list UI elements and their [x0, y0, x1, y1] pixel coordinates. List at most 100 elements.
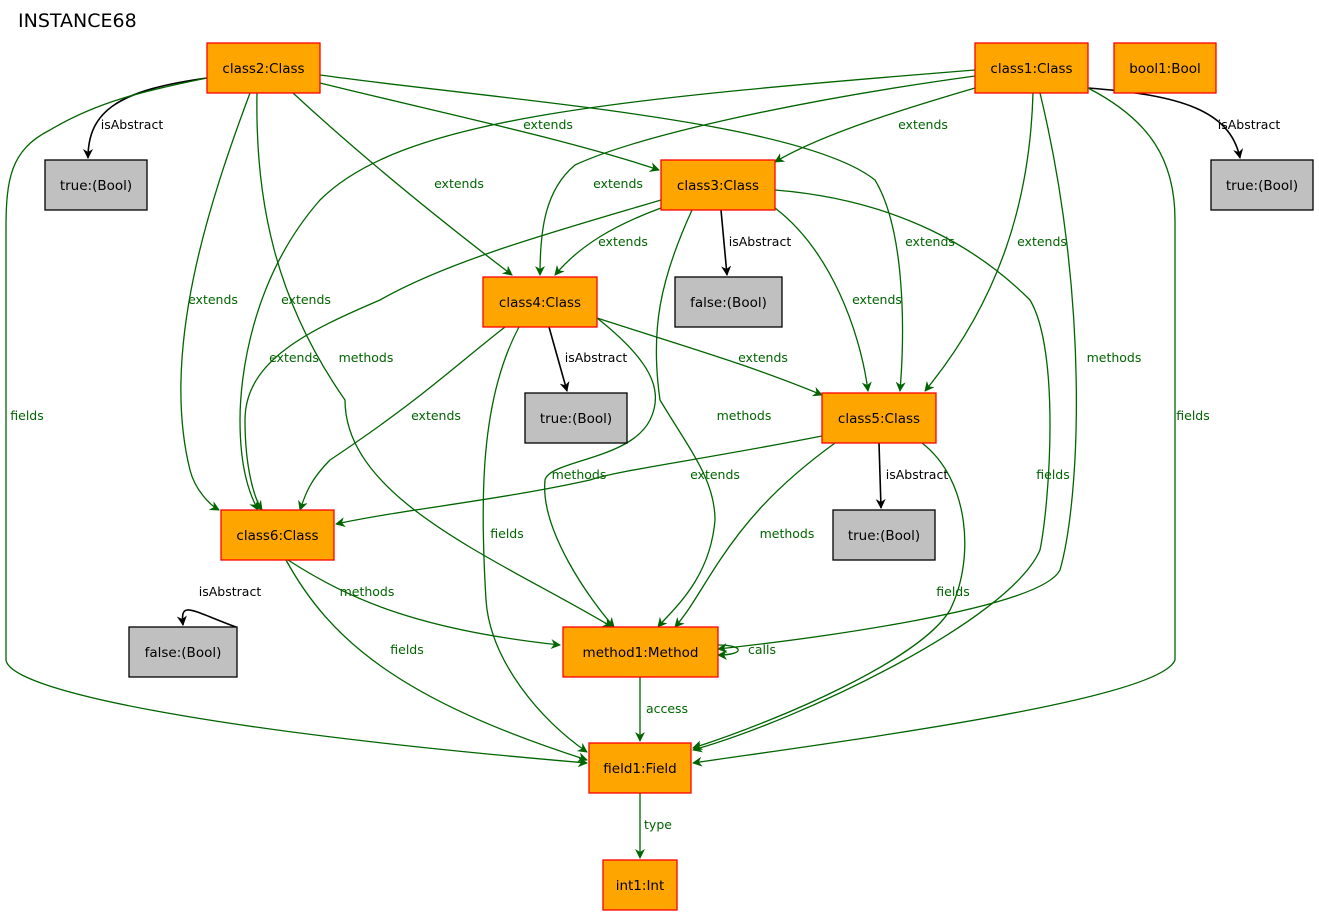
- node-class4[interactable]: class4:Class: [482, 276, 598, 328]
- node-class3[interactable]: class3:Class: [660, 159, 776, 211]
- node-box: [1210, 159, 1314, 211]
- node-label: class3:Class: [677, 178, 759, 194]
- node-label: false:(Bool): [690, 295, 767, 311]
- node-true_c4[interactable]: true:(Bool): [524, 392, 628, 444]
- node-label: true:(Bool): [60, 178, 132, 194]
- edge-class5-fields-field1: [692, 442, 966, 751]
- edge-label-methods: methods: [760, 526, 815, 541]
- edge-label-extends: extends: [593, 176, 643, 191]
- node-true_c5[interactable]: true:(Bool): [832, 509, 936, 561]
- edge-label-fields: fields: [490, 526, 523, 541]
- edge-class1-extends-class3: [774, 87, 976, 163]
- node-class1[interactable]: class1:Class: [974, 42, 1089, 94]
- edge-class5-isAbstract-true_c5: [875, 442, 886, 509]
- edge-label-extends: extends: [905, 234, 955, 249]
- node-box: [482, 276, 598, 328]
- edge-class2-extends-class3: [319, 82, 660, 172]
- edge-label-access: access: [646, 701, 688, 716]
- edge-class2-fields-field1: [5, 77, 588, 768]
- edge-class4-isAbstract-true_c4: [548, 326, 570, 392]
- node-box: [602, 859, 678, 911]
- edge-class2-extends-class5: [319, 74, 906, 392]
- edge-label-extends: extends: [269, 350, 319, 365]
- edge-class2-methods-method1: [256, 92, 613, 628]
- node-class2[interactable]: class2:Class: [206, 42, 321, 94]
- edge-label-extends: extends: [1017, 234, 1067, 249]
- edge-class6-fields-field1: [285, 559, 588, 763]
- node-true_c2[interactable]: true:(Bool): [44, 159, 148, 211]
- node-class5[interactable]: class5:Class: [821, 392, 937, 444]
- node-box: [674, 276, 783, 328]
- edge-class1-methods-method1: [717, 92, 1078, 653]
- node-method1[interactable]: method1:Method: [562, 626, 719, 678]
- edge-label-fields: fields: [390, 642, 423, 657]
- edge-class4-methods-method1: [544, 317, 657, 628]
- edge-class1-extends-class6: [239, 69, 976, 511]
- node-label: field1:Field: [603, 761, 676, 777]
- node-class6[interactable]: class6:Class: [220, 509, 335, 561]
- node-box: [974, 42, 1089, 94]
- node-false_c3[interactable]: false:(Bool): [674, 276, 783, 328]
- edge-label-methods: methods: [717, 408, 772, 423]
- edge-label-extends: extends: [411, 408, 461, 423]
- edge-class3-extends-class6: [244, 199, 662, 511]
- node-label: true:(Bool): [540, 411, 612, 427]
- node-label: class4:Class: [499, 295, 581, 311]
- diagram-title: INSTANCE68: [18, 10, 137, 32]
- edge-label-extends: extends: [188, 292, 238, 307]
- node-box: [44, 159, 148, 211]
- node-box: [524, 392, 628, 444]
- node-label: method1:Method: [583, 645, 699, 661]
- edge-label-isAbstract: isAbstract: [565, 350, 628, 365]
- edge-class2-extends-class6: [180, 92, 251, 511]
- node-box: [220, 509, 335, 561]
- node-box: [1113, 42, 1217, 94]
- node-box: [821, 392, 937, 444]
- node-label: class6:Class: [236, 528, 318, 544]
- node-label: bool1:Bool: [1129, 61, 1201, 77]
- edge-label-extends: extends: [898, 117, 948, 132]
- edge-label-extends: extends: [852, 292, 902, 307]
- node-int1[interactable]: int1:Int: [602, 859, 678, 911]
- edge-label-methods: methods: [552, 467, 607, 482]
- edge-class3-methods-method1: [655, 209, 716, 628]
- edge-class5-methods-method1: [674, 442, 836, 628]
- edge-label-type: type: [644, 817, 672, 832]
- node-label: int1:Int: [616, 878, 665, 894]
- edge-label-extends: extends: [598, 234, 648, 249]
- edge-label-fields: fields: [1176, 408, 1209, 423]
- node-field1[interactable]: field1:Field: [588, 742, 692, 794]
- edge-label-fields: fields: [1036, 467, 1069, 482]
- node-bool1[interactable]: bool1:Bool: [1113, 42, 1217, 94]
- edge-label-isAbstract: isAbstract: [199, 584, 262, 599]
- node-box: [562, 626, 719, 678]
- edge-class1-extends-class4: [535, 75, 976, 276]
- node-box: [660, 159, 776, 211]
- node-label: true:(Bool): [848, 528, 920, 544]
- edge-class2-extends-class4: [292, 92, 513, 276]
- edge-class1-extends-class5: [924, 92, 1034, 392]
- edge-label-extends: extends: [738, 350, 788, 365]
- edge-class4-extends-class5: [596, 317, 823, 397]
- node-label: false:(Bool): [145, 645, 222, 661]
- node-label: class5:Class: [838, 411, 920, 427]
- node-label: class1:Class: [990, 61, 1072, 77]
- edge-class6-methods-method1: [287, 559, 561, 650]
- edge-label-isAbstract: isAbstract: [101, 117, 164, 132]
- edge-label-extends: extends: [434, 176, 484, 191]
- node-label: true:(Bool): [1226, 178, 1298, 194]
- edge-label-isAbstract: isAbstract: [1218, 117, 1281, 132]
- edge-method1-calls-method1: [717, 644, 739, 660]
- edge-label-fields: fields: [936, 584, 969, 599]
- edge-class6-isAbstract-false_c6: [176, 609, 237, 628]
- node-label: class2:Class: [222, 61, 304, 77]
- node-box: [128, 626, 238, 678]
- edge-label-calls: calls: [748, 642, 776, 657]
- edge-label-extends: extends: [281, 292, 331, 307]
- node-false_c6[interactable]: false:(Bool): [128, 626, 238, 678]
- edge-class3-fields-field1: [692, 189, 1051, 753]
- edge-label-methods: methods: [339, 350, 394, 365]
- edge-class3-extends-class5: [774, 207, 872, 392]
- node-true_c1[interactable]: true:(Bool): [1210, 159, 1314, 211]
